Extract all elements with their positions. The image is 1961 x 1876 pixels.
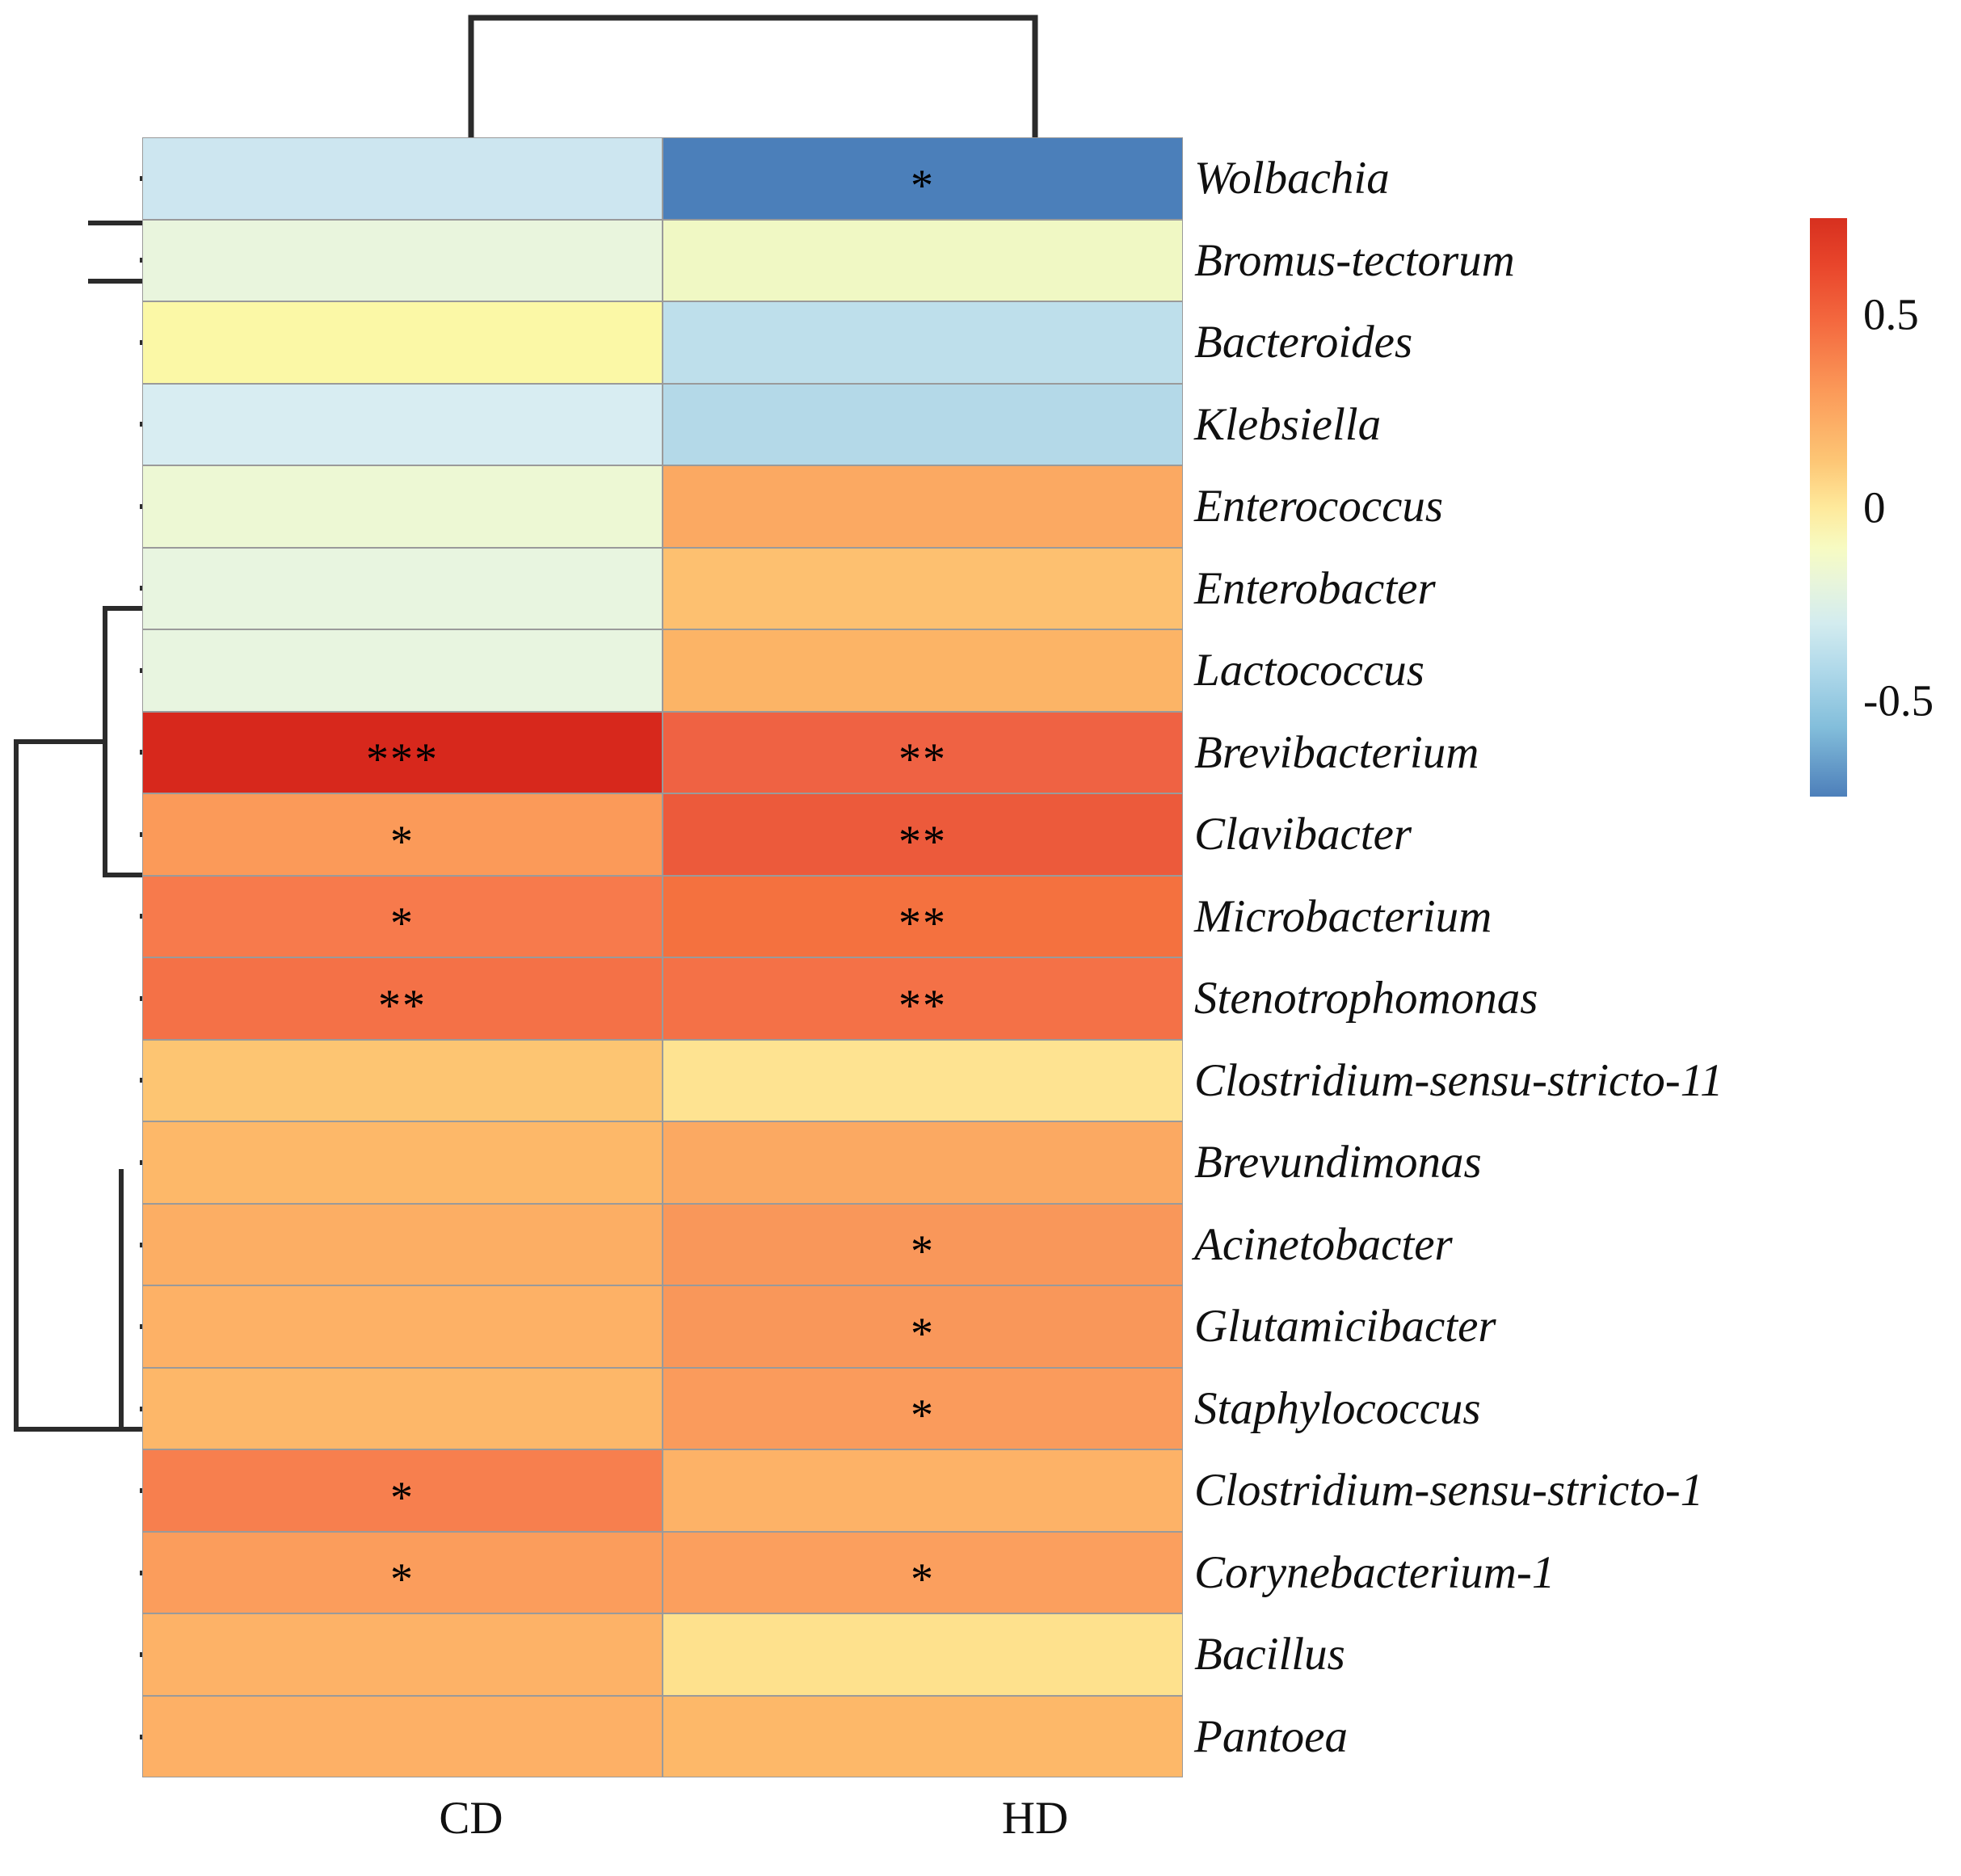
row-label: Corynebacterium-1 <box>1194 1546 1555 1598</box>
row-label: Bacillus <box>1194 1629 1345 1680</box>
significance-stars: ** <box>898 980 947 1031</box>
heatmap-cell <box>142 219 663 301</box>
significance-stars: * <box>911 1226 935 1277</box>
column-dendrogram <box>468 15 1038 137</box>
significance-stars: *** <box>366 734 439 785</box>
heatmap-cell <box>142 1121 663 1204</box>
heatmap-cell <box>663 629 1183 712</box>
heatmap-cell: * <box>663 137 1183 220</box>
row-label: Wolbachia <box>1194 153 1390 204</box>
significance-stars: * <box>911 1554 935 1605</box>
significance-stars: * <box>390 816 415 867</box>
heatmap-cell <box>663 383 1183 465</box>
row-label: Brevibacterium <box>1194 726 1479 778</box>
row-label: Glutamicibacter <box>1194 1301 1496 1352</box>
heatmap-cell <box>663 1039 1183 1121</box>
heatmap-cell <box>142 301 663 384</box>
significance-stars: ** <box>898 734 947 785</box>
row-label: Bromus-tectorum <box>1194 234 1515 286</box>
row-label: Clavibacter <box>1194 809 1412 860</box>
heatmap-cell: *** <box>142 711 663 793</box>
heatmap-cell <box>142 1613 663 1696</box>
colorbar-tick-neg0p5: -0.5 <box>1863 675 1934 726</box>
row-label: Staphylococcus <box>1194 1382 1481 1434</box>
heatmap-cell <box>663 1695 1183 1777</box>
heatmap-cell <box>142 1285 663 1368</box>
heatmap-cell: ** <box>663 875 1183 957</box>
heatmap-cell <box>663 301 1183 384</box>
heatmap-cell <box>142 137 663 220</box>
heatmap-cell <box>663 547 1183 629</box>
row-label: Enterobacter <box>1194 562 1436 614</box>
row-label: Stenotrophomonas <box>1194 973 1538 1024</box>
heatmap-cell <box>663 1613 1183 1696</box>
row-label: Klebsiella <box>1194 398 1382 450</box>
heatmap-cell <box>142 547 663 629</box>
significance-stars: * <box>390 1472 415 1523</box>
heatmap-cell: ** <box>663 711 1183 793</box>
significance-stars: ** <box>898 898 947 949</box>
significance-stars: ** <box>898 816 947 867</box>
row-label: Microbacterium <box>1194 890 1492 942</box>
heatmap-cell: * <box>663 1203 1183 1285</box>
heatmap-cell <box>142 1695 663 1777</box>
heatmap-grid: ********************** <box>142 137 1183 1777</box>
heatmap-cell: * <box>142 793 663 876</box>
heatmap-cell <box>663 219 1183 301</box>
heatmap-cell <box>142 383 663 465</box>
colorbar-legend: 0.5 0 -0.5 <box>1810 218 1934 797</box>
column-label-cd: CD <box>439 1793 503 1844</box>
heatmap-cell: * <box>663 1285 1183 1368</box>
significance-stars: * <box>911 1390 935 1441</box>
heatmap-cell: ** <box>663 957 1183 1040</box>
heatmap-cell <box>142 1039 663 1121</box>
row-label: Enterococcus <box>1194 481 1444 532</box>
heatmap-cell <box>663 1449 1183 1532</box>
significance-stars: * <box>390 1554 415 1605</box>
row-label: Bacteroides <box>1194 317 1413 368</box>
colorbar-tick-0p5: 0.5 <box>1863 289 1919 339</box>
significance-stars: ** <box>378 980 427 1031</box>
heatmap-cell: * <box>142 875 663 957</box>
heatmap-cell: * <box>663 1367 1183 1449</box>
colorbar-gradient <box>1810 218 1847 797</box>
row-label: Brevundimonas <box>1194 1137 1482 1188</box>
heatmap-cell: * <box>142 1531 663 1613</box>
heatmap-cell <box>142 629 663 712</box>
row-label: Clostridium-sensu-stricto-1 <box>1194 1465 1704 1516</box>
row-label: Lactococcus <box>1194 645 1424 696</box>
significance-stars: * <box>390 898 415 949</box>
row-label: Clostridium-sensu-stricto-11 <box>1194 1054 1723 1106</box>
heatmap-cell <box>142 465 663 548</box>
heatmap-cell <box>142 1203 663 1285</box>
significance-stars: * <box>911 160 935 211</box>
colorbar-tick-0: 0 <box>1863 482 1886 532</box>
heatmap-cell <box>142 1367 663 1449</box>
heatmap-cell <box>663 1121 1183 1204</box>
heatmap-cell: * <box>663 1531 1183 1613</box>
heatmap-cell: * <box>142 1449 663 1532</box>
heatmap-cell: ** <box>142 957 663 1040</box>
column-label-hd: HD <box>1001 1793 1069 1844</box>
heatmap-cell <box>663 465 1183 548</box>
row-label: Acinetobacter <box>1194 1218 1453 1270</box>
row-label: Pantoea <box>1194 1710 1348 1762</box>
heatmap-cell: ** <box>663 793 1183 876</box>
significance-stars: * <box>911 1308 935 1359</box>
